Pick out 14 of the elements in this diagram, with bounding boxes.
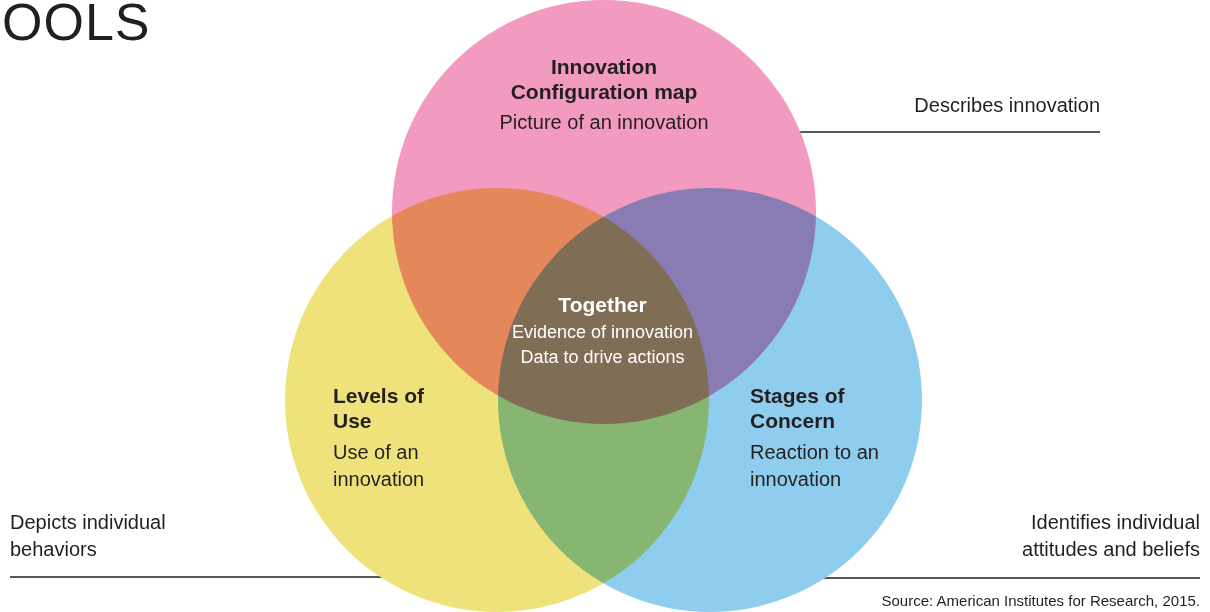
heading: OOLS (2, 0, 151, 50)
source-caption: Source: American Institutes for Research, 2015. (881, 592, 1200, 610)
annotation-text: Describes innovation (913, 93, 1100, 118)
circle-description: Use of an innovation (333, 440, 426, 492)
annotation-text: Depicts individual behaviors (10, 510, 167, 562)
circle-description: Picture of an innovation (498, 110, 710, 135)
circle-description: Evidence of innovation (510, 321, 695, 344)
circle-heading: Together (557, 292, 648, 317)
annotation-text: Identifies individual attitudes and beliefs (1021, 510, 1200, 562)
circle-description: Reaction to an innovation (750, 440, 880, 492)
circle-heading: Stages of Concern (750, 383, 846, 433)
circle-description: Data to drive actions (519, 346, 686, 369)
circle-heading: Levels of Use (333, 383, 426, 433)
circle-heading: Innovation Configuration map (509, 54, 699, 104)
